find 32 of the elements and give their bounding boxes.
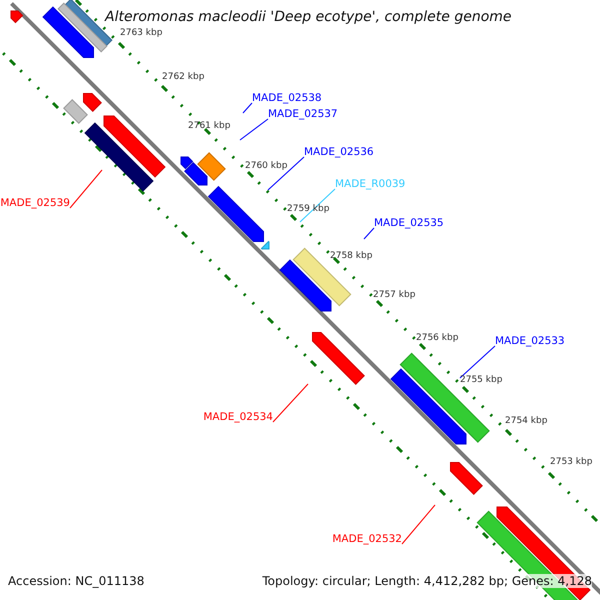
- gene-label: MADE_02538: [252, 92, 322, 105]
- scale-label: 2762 kbp: [162, 72, 204, 82]
- gene-label: MADE_02532: [332, 533, 402, 546]
- gene-label: MADE_02534: [203, 411, 273, 424]
- leader-line: [70, 170, 102, 208]
- genome-summary-text: Topology: circular; Length: 4,412,282 bp; Genes: 4,128: [262, 574, 592, 588]
- scale-label: 2757 kbp: [373, 290, 416, 300]
- scale-label: 2756 kbp: [416, 333, 458, 343]
- scale-label: 2759 kbp: [287, 204, 330, 214]
- leader-line: [364, 228, 374, 240]
- leader-line: [240, 118, 268, 140]
- leader-line: [268, 156, 304, 190]
- leader-line: [460, 346, 496, 378]
- scale-label: 2758 kbp: [330, 251, 372, 261]
- gene-label: MADE_R0039: [335, 178, 406, 191]
- gene-label: MADE_02536: [304, 146, 374, 159]
- gene-label: MADE_02533: [495, 335, 565, 348]
- scale-label: 2763 kbp: [120, 28, 162, 38]
- leader-line: [242, 102, 252, 114]
- gene-label: MADE_02535: [374, 217, 444, 230]
- scale-label: 2761 kbp: [188, 121, 230, 131]
- gene-label: MADE_02537: [268, 108, 338, 121]
- leader-line: [300, 188, 336, 222]
- scale-label: 2754 kbp: [505, 416, 548, 426]
- scale-label: 2760 kbp: [245, 161, 288, 171]
- scale-label: 2753 kbp: [550, 457, 592, 467]
- scale-label: 2755 kbp: [460, 375, 502, 385]
- map-title: Alteromonas macleodii 'Deep ecotype', complete genome: [105, 9, 512, 25]
- gene-label: MADE_02539: [0, 197, 70, 210]
- leader-line: [272, 384, 308, 422]
- leader-line: [402, 504, 436, 544]
- accession-text: Accession: NC_011138: [8, 574, 144, 588]
